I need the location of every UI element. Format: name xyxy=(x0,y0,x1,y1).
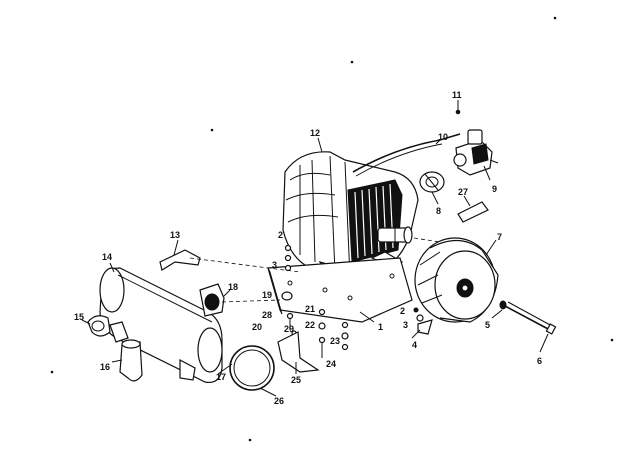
carburetor xyxy=(453,129,499,176)
callout-16: 16 xyxy=(100,362,110,372)
heat-shield xyxy=(159,249,201,271)
scan-specks xyxy=(50,16,614,442)
assembly-line xyxy=(221,299,281,303)
base-plate xyxy=(267,257,413,323)
callout-1: 1 xyxy=(378,322,383,332)
callout-4: 4 xyxy=(412,340,417,350)
fuel-line xyxy=(352,133,461,173)
callout-3: 3 xyxy=(272,260,277,270)
callout-27: 27 xyxy=(458,187,468,197)
callout-14: 14 xyxy=(102,252,112,262)
carburetor-adapter xyxy=(419,171,445,193)
callout-28: 28 xyxy=(262,310,272,320)
callout-2: 2 xyxy=(400,306,405,316)
fuel-line-fitting xyxy=(455,109,461,115)
muffler-clamp xyxy=(87,315,111,337)
spacer-block xyxy=(457,201,489,223)
callout-6: 6 xyxy=(537,356,542,366)
muffler xyxy=(99,267,223,384)
right-hardware xyxy=(413,307,433,335)
callout-2: 2 xyxy=(278,230,283,240)
callout-3: 3 xyxy=(403,320,408,330)
callout-20: 20 xyxy=(252,322,262,332)
exhaust-seal-ring xyxy=(229,345,275,391)
callout-5: 5 xyxy=(485,320,490,330)
callout-25: 25 xyxy=(291,375,301,385)
callout-23: 23 xyxy=(330,336,340,346)
tailpipe xyxy=(119,341,143,382)
cooling-fins xyxy=(347,179,403,263)
callout-26: 26 xyxy=(274,396,284,406)
callout-10: 10 xyxy=(438,132,448,142)
callout-12: 12 xyxy=(310,128,320,138)
callout-15: 15 xyxy=(74,312,84,322)
assembly-line xyxy=(189,257,301,273)
clutch-washer xyxy=(499,300,507,310)
assembly-line xyxy=(413,237,441,243)
exhaust-sleeve xyxy=(199,283,225,317)
callout-8: 8 xyxy=(436,206,441,216)
callout-29: 29 xyxy=(284,324,294,334)
callout-7: 7 xyxy=(497,232,502,242)
callout-11: 11 xyxy=(452,90,462,100)
callout-17: 17 xyxy=(216,372,226,382)
leader-lines xyxy=(81,100,549,397)
callout-21: 21 xyxy=(305,304,315,314)
drive-clutch xyxy=(414,237,499,323)
muffler-bracket xyxy=(277,331,320,373)
callout-22: 22 xyxy=(305,320,315,330)
callout-labels: 1 2 2 3 3 4 5 6 7 8 9 10 11 12 13 14 15 … xyxy=(74,90,542,406)
callout-9: 9 xyxy=(492,184,497,194)
callout-19: 19 xyxy=(262,290,272,300)
callout-24: 24 xyxy=(326,359,336,369)
callout-13: 13 xyxy=(170,230,180,240)
callout-18: 18 xyxy=(228,282,238,292)
clutch-bolt xyxy=(504,301,557,335)
